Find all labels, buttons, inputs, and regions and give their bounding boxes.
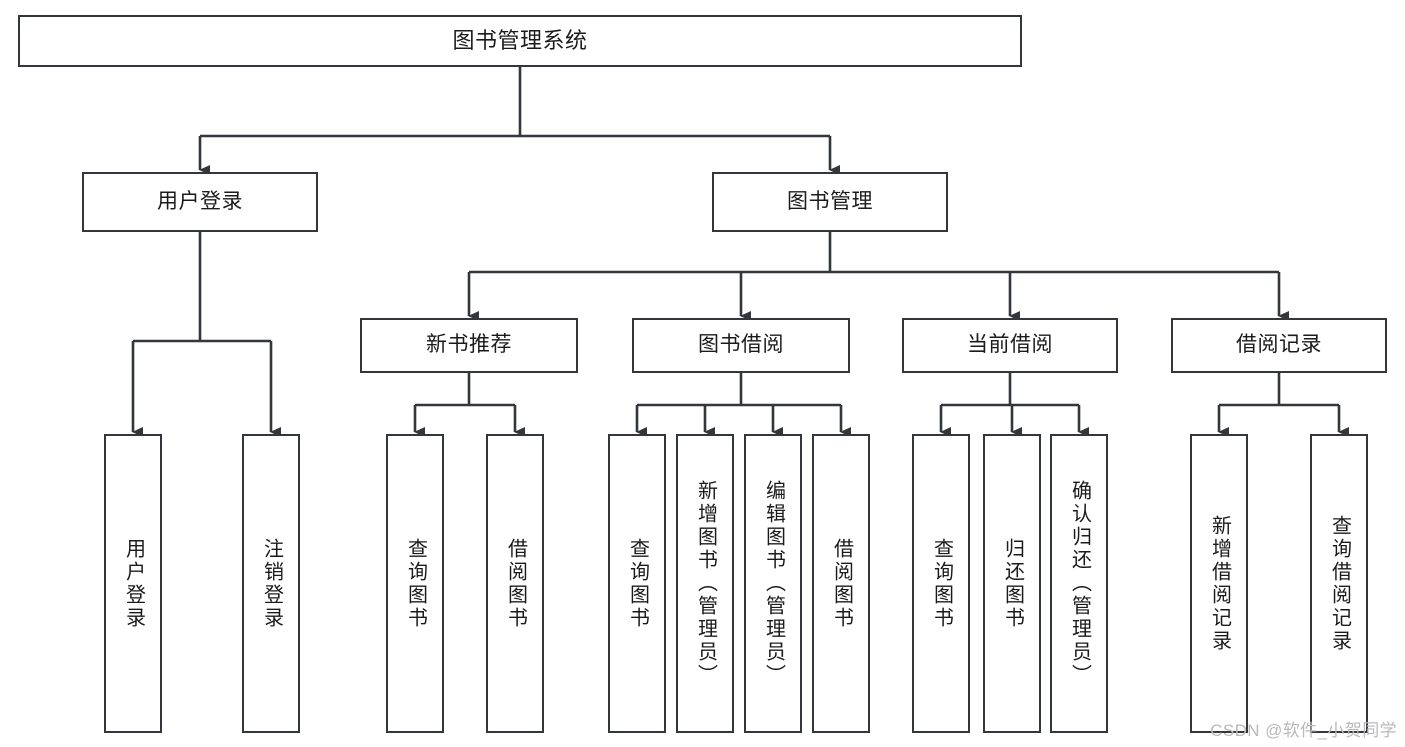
node-box-leaf-11[interactable]: 新增借阅记录 bbox=[1190, 434, 1248, 733]
node-box-l2-3[interactable]: 借阅记录 bbox=[1171, 318, 1387, 373]
node-label: 编辑图书（管理员） bbox=[762, 480, 785, 687]
node-label: 新增图书（管理员） bbox=[694, 480, 717, 687]
node-box-leaf-4[interactable]: 查询图书 bbox=[608, 434, 666, 733]
node-box-l2-2[interactable]: 当前借阅 bbox=[902, 318, 1118, 373]
node-box-leaf-2[interactable]: 查询图书 bbox=[386, 434, 444, 733]
node-label: 图书借阅 bbox=[698, 333, 784, 357]
node-label: 借阅图书 bbox=[830, 537, 853, 630]
node-label: 借阅图书 bbox=[504, 537, 527, 630]
node-label: 用户登录 bbox=[157, 189, 243, 213]
node-label: 借阅记录 bbox=[1236, 333, 1322, 357]
node-box-leaf-1[interactable]: 注销登录 bbox=[242, 434, 300, 733]
node-box-root[interactable]: 图书管理系统 bbox=[18, 15, 1022, 67]
node-box-l1-0[interactable]: 用户登录 bbox=[82, 172, 318, 232]
node-box-l1-1[interactable]: 图书管理 bbox=[712, 172, 948, 232]
node-box-l2-1[interactable]: 图书借阅 bbox=[632, 318, 850, 373]
node-label: 用户登录 bbox=[122, 537, 145, 630]
node-box-leaf-5[interactable]: 新增图书（管理员） bbox=[676, 434, 734, 733]
node-label: 查询图书 bbox=[930, 537, 953, 630]
node-label: 查询借阅记录 bbox=[1328, 514, 1351, 653]
node-box-leaf-9[interactable]: 归还图书 bbox=[983, 434, 1041, 733]
node-label: 当前借阅 bbox=[967, 333, 1053, 357]
node-box-leaf-8[interactable]: 查询图书 bbox=[912, 434, 970, 733]
node-box-leaf-3[interactable]: 借阅图书 bbox=[486, 434, 544, 733]
node-box-l2-0[interactable]: 新书推荐 bbox=[360, 318, 578, 373]
node-box-leaf-7[interactable]: 借阅图书 bbox=[812, 434, 870, 733]
node-box-leaf-6[interactable]: 编辑图书（管理员） bbox=[744, 434, 802, 733]
node-label: 确认归还（管理员） bbox=[1068, 480, 1091, 687]
connector-lines bbox=[131, 67, 1349, 437]
node-box-leaf-12[interactable]: 查询借阅记录 bbox=[1310, 434, 1368, 733]
node-box-leaf-10[interactable]: 确认归还（管理员） bbox=[1050, 434, 1108, 733]
node-box-leaf-0[interactable]: 用户登录 bbox=[104, 434, 162, 733]
node-label: 注销登录 bbox=[260, 537, 283, 630]
node-label: 归还图书 bbox=[1001, 537, 1024, 630]
node-label: 新增借阅记录 bbox=[1208, 514, 1231, 653]
node-label: 新书推荐 bbox=[426, 333, 512, 357]
node-label: 查询图书 bbox=[626, 537, 649, 630]
node-label: 图书管理系统 bbox=[452, 28, 588, 54]
node-label: 图书管理 bbox=[787, 189, 873, 213]
node-label: 查询图书 bbox=[404, 537, 427, 630]
